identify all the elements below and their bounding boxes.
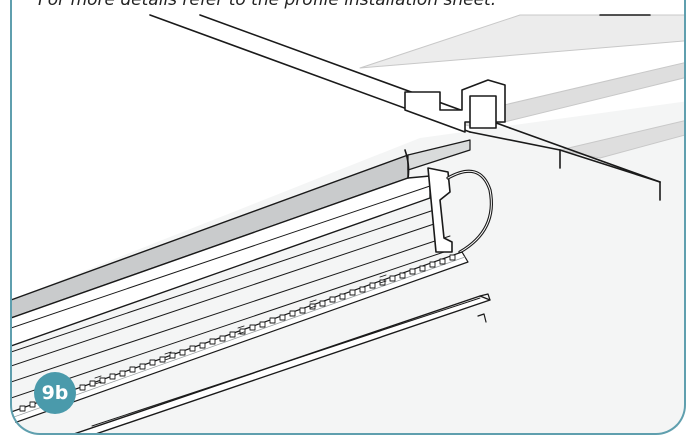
diffuser-cover-icon: [67, 293, 491, 434]
joist-line: [469, 131, 561, 151]
joist-line: [559, 149, 661, 183]
joist-line: [509, 127, 661, 183]
profile-end-cap: [404, 149, 410, 179]
instruction-caption: For more details refer to the profile in…: [38, 0, 497, 10]
joist-line: [199, 14, 511, 129]
step-badge: 9b: [34, 372, 76, 414]
step-frame: [10, 0, 686, 435]
ceiling-board: [359, 14, 685, 69]
led-strip-icon: [11, 251, 469, 425]
